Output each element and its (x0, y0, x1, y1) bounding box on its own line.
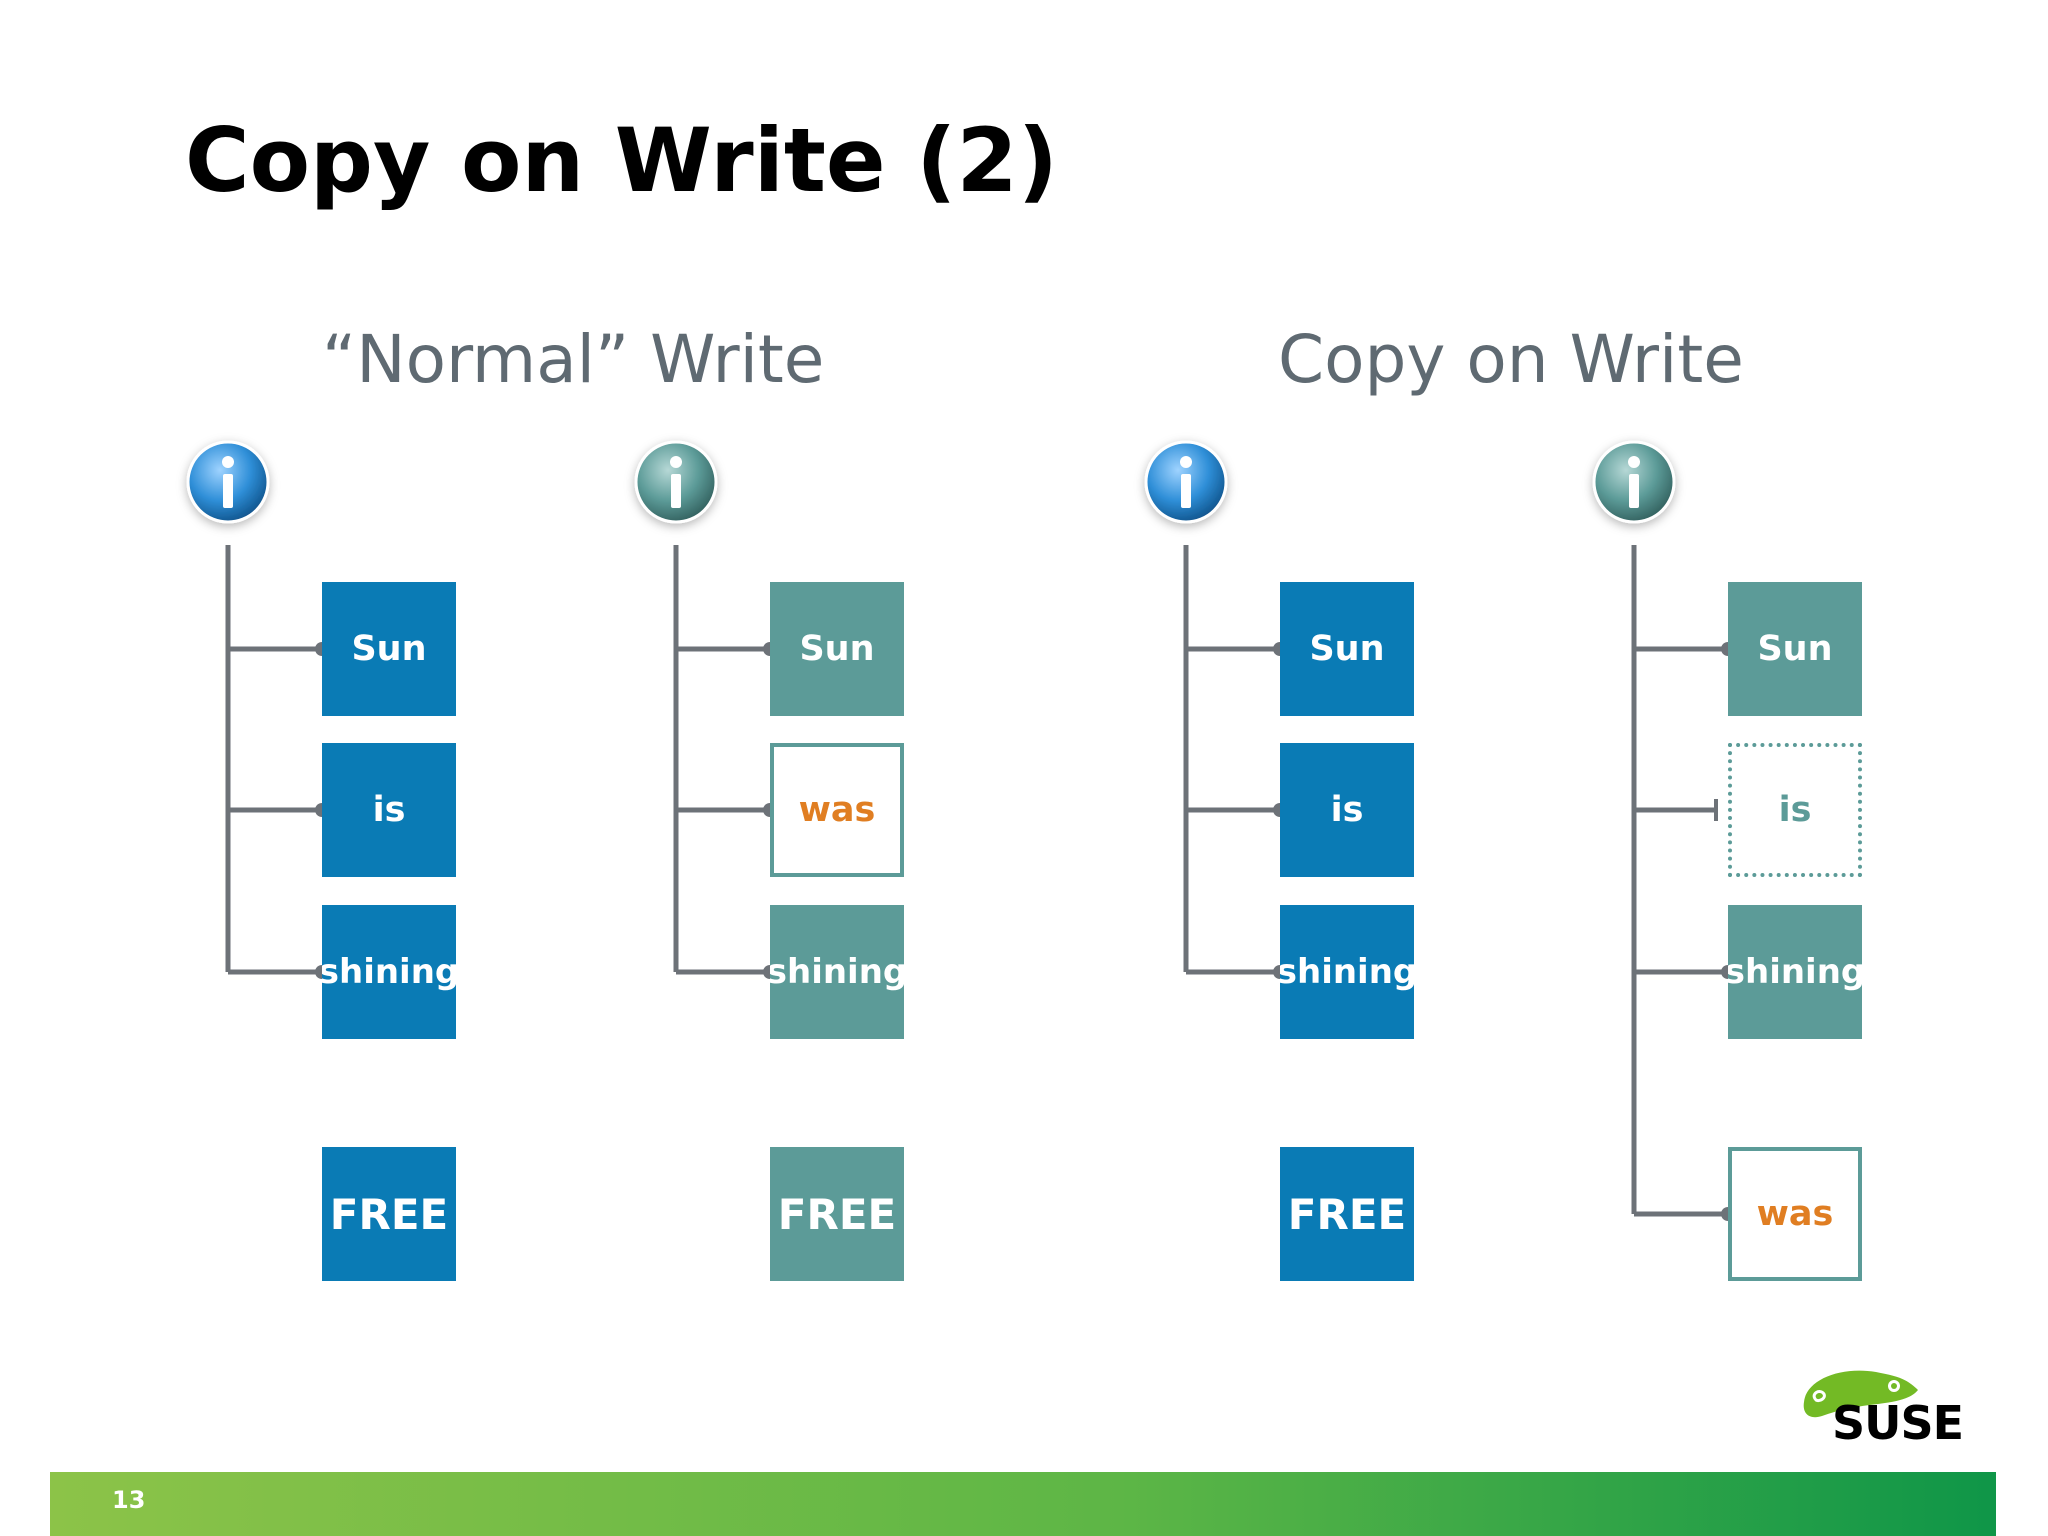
data-block: is (1728, 743, 1862, 877)
data-block: shining (1280, 905, 1414, 1039)
data-block: Sun (1280, 582, 1414, 716)
inode-info-icon (1592, 440, 1676, 524)
data-block: shining (1728, 905, 1862, 1039)
extra-block: FREE (322, 1147, 456, 1281)
data-block: was (770, 743, 904, 877)
extra-block: FREE (1280, 1147, 1414, 1281)
chameleon-icon (1803, 1370, 1918, 1418)
data-block: is (322, 743, 456, 877)
footer-bar (50, 1472, 1996, 1536)
data-block: Sun (322, 582, 456, 716)
data-block: is (1280, 743, 1414, 877)
inode-info-icon (186, 440, 270, 524)
inode-icons (186, 440, 1676, 524)
inode-info-icon (1144, 440, 1228, 524)
data-block: shining (770, 905, 904, 1039)
page-number: 13 (112, 1486, 146, 1514)
extra-block: FREE (770, 1147, 904, 1281)
inode-info-icon (634, 440, 718, 524)
slide-title: Copy on Write (2) (185, 109, 1058, 212)
extra-block: was (1728, 1147, 1862, 1281)
data-block: shining (322, 905, 456, 1039)
data-block: Sun (1728, 582, 1862, 716)
data-block: Sun (770, 582, 904, 716)
section-title-normal-write: “Normal” Write (322, 321, 825, 398)
suse-logo-text: SUSE (1832, 1396, 1964, 1450)
section-title-copy-on-write: Copy on Write (1278, 321, 1744, 398)
